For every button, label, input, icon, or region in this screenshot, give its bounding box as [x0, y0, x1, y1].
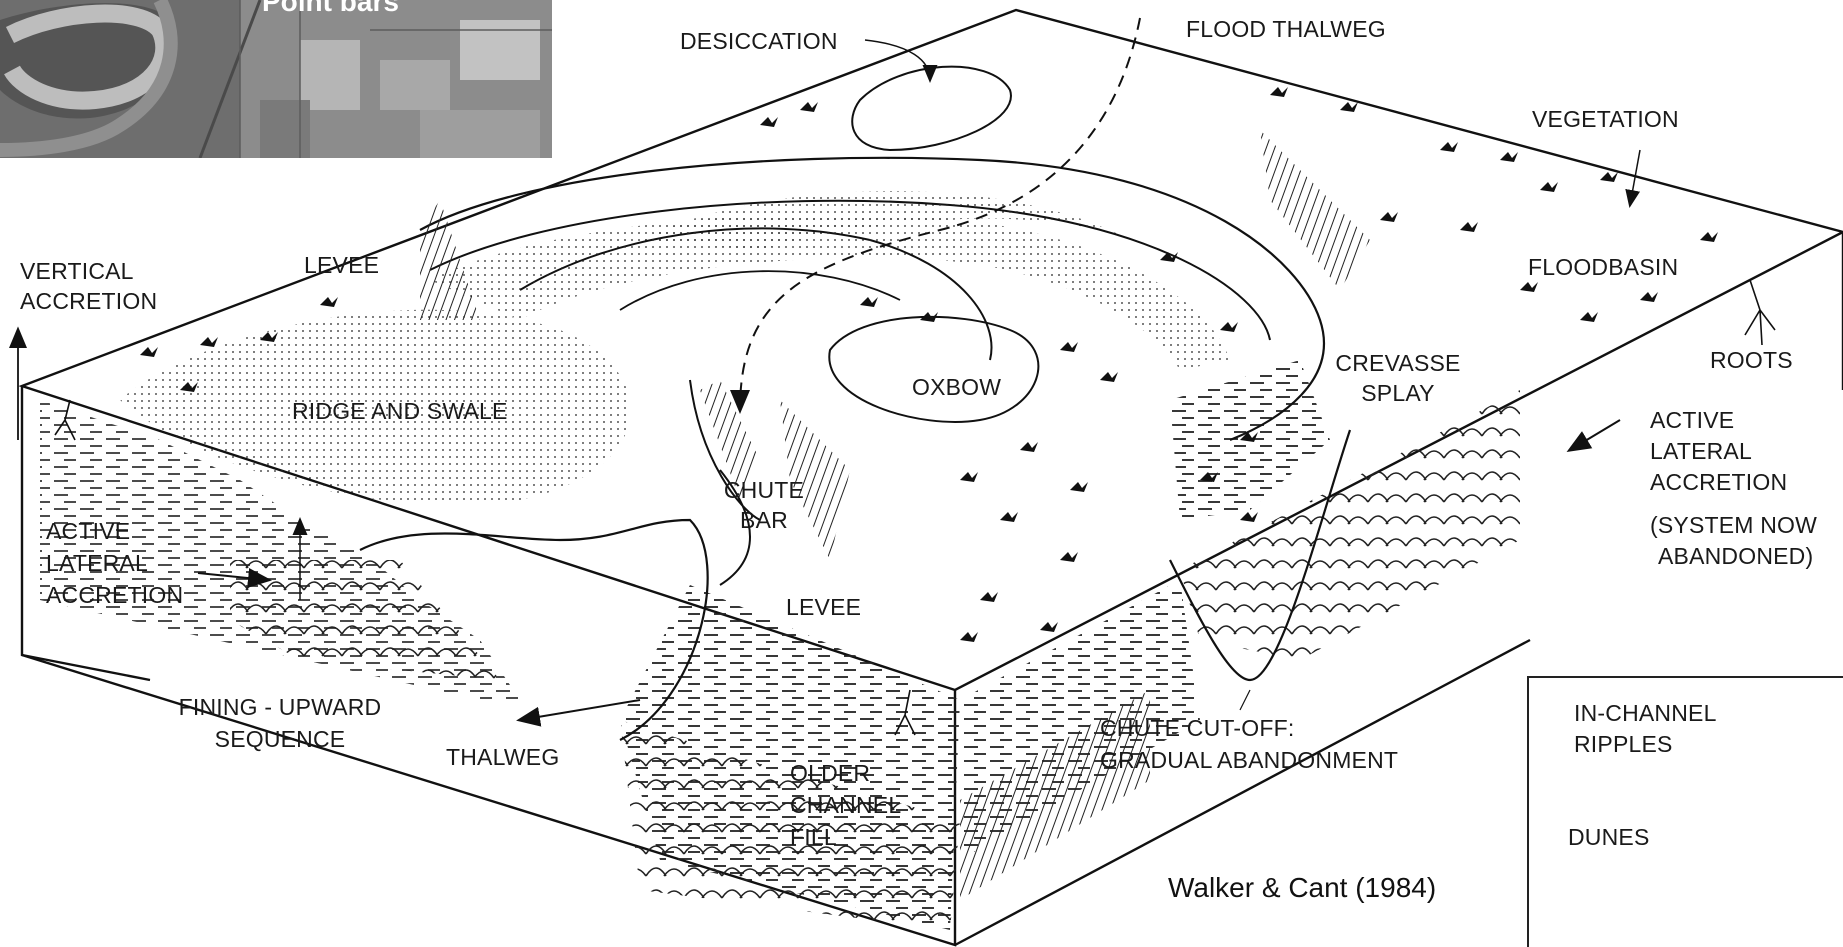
label-levee-mid: LEVEE	[786, 592, 861, 622]
label-flood-thalweg: FLOOD THALWEG	[1186, 14, 1386, 44]
label-roots: ROOTS	[1710, 345, 1793, 375]
label-crevasse-1: CREVASSE	[1328, 348, 1468, 378]
label-active-lateral-right-2: LATERAL	[1650, 436, 1752, 466]
label-older-channel-1: OLDER	[790, 758, 870, 788]
label-system-abandoned-2: ABANDONED)	[1658, 541, 1813, 571]
label-vegetation: VEGETATION	[1532, 104, 1679, 134]
label-chute-cutoff-1: CHUTE CUT-OFF:	[1100, 713, 1294, 743]
legend-dunes: DUNES	[1568, 822, 1650, 852]
label-active-lateral-left-1: ACTIVE	[46, 516, 130, 546]
label-active-lateral-right-1: ACTIVE	[1650, 405, 1734, 435]
legend-ripples-2: RIPPLES	[1574, 729, 1673, 759]
label-active-lateral-left-2: LATERAL	[46, 548, 148, 578]
label-crevasse-2: SPLAY	[1328, 378, 1468, 408]
label-floodbasin: FLOODBASIN	[1528, 252, 1678, 282]
citation: Walker & Cant (1984)	[1168, 872, 1436, 904]
label-active-lateral-left-3: ACCRETION	[46, 580, 183, 610]
label-oxbow: OXBOW	[912, 372, 1001, 402]
label-ridge-and-swale: RIDGE AND SWALE	[292, 396, 508, 426]
label-desiccation: DESICCATION	[680, 26, 838, 56]
label-older-channel-3: FILL	[790, 822, 837, 852]
legend-ripples-1: IN-CHANNEL	[1574, 698, 1717, 728]
label-chute-bar-1: CHUTE	[714, 475, 814, 505]
label-fining-upward-1: FINING - UPWARD	[160, 692, 400, 722]
label-thalweg: THALWEG	[446, 742, 559, 772]
label-active-lateral-right-3: ACCRETION	[1650, 467, 1787, 497]
label-levee-top: LEVEE	[304, 250, 379, 280]
label-system-abandoned-1: (SYSTEM NOW	[1650, 510, 1817, 540]
label-chute-bar-2: BAR	[714, 505, 814, 535]
label-vertical-accretion-1: VERTICAL	[20, 256, 134, 286]
label-chute-cutoff-2: GRADUAL ABANDONMENT	[1100, 745, 1398, 775]
label-fining-upward-2: SEQUENCE	[160, 724, 400, 754]
label-vertical-accretion-2: ACCRETION	[20, 286, 157, 316]
label-older-channel-2: CHANNEL	[790, 790, 901, 820]
